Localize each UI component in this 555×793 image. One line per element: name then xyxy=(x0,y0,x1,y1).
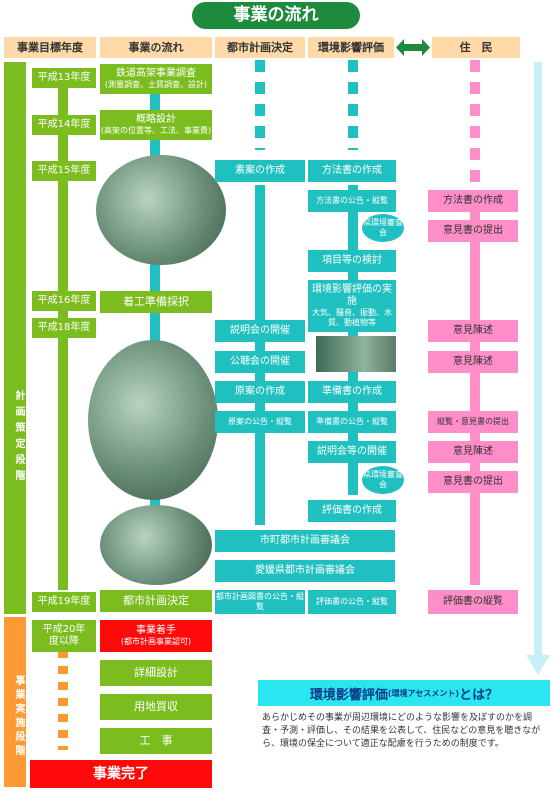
flow-decision: 都市計画決定 xyxy=(100,590,212,612)
urban-pref-council: 愛媛県都市計画審議会 xyxy=(215,560,395,582)
year-h13: 平成13年度 xyxy=(32,68,96,88)
urban-line-dashed xyxy=(255,60,265,150)
flow-construction: 工 事 xyxy=(100,728,212,754)
header-env: 環境影響評価 xyxy=(308,37,394,58)
env-line-dashed xyxy=(348,60,358,150)
double-arrow-icon xyxy=(396,38,430,57)
residents-statement-2: 意見陳述 xyxy=(428,351,518,373)
urban-city-council: 市町都市計画審議会 xyxy=(215,530,395,552)
env-briefing: 説明会等の開催 xyxy=(308,441,396,463)
residents-line xyxy=(470,190,480,585)
year-h16: 平成16年度 xyxy=(32,291,96,311)
env-method: 方法書の作成 xyxy=(308,160,396,182)
residents-opinion: 意見書の提出 xyxy=(428,220,518,242)
env-eval-doc: 評価書の作成 xyxy=(308,500,396,522)
flow-complete: 事業完了 xyxy=(30,760,212,788)
residents-method-doc: 方法書の作成 xyxy=(428,190,518,212)
residents-eval-view: 評価書の縦覧 xyxy=(428,590,518,614)
flow-detail-design: 詳細設計 xyxy=(100,660,212,686)
year-line-future xyxy=(58,650,68,750)
flow-survey: 鉄道高架事業調査 (測量調査、土質調査、設計) xyxy=(100,64,212,94)
header-urban: 都市計画決定 xyxy=(215,37,305,58)
residents-statement-1: 意見陳述 xyxy=(428,320,518,342)
eia-heading-end: とは？ xyxy=(459,687,499,703)
residents-opinion-2: 意見書の提出 xyxy=(428,471,518,493)
flow-start-sub: (都市計画事業認可) xyxy=(120,637,192,647)
flow-start: 事業着手 (都市計画事業認可) xyxy=(100,620,212,652)
meeting-photo-2 xyxy=(88,340,218,500)
env-implementation: 環境影響評価の実施 大気、騒音、振動、水質、動植物等 xyxy=(308,280,396,332)
residents-statement-3: 意見陳述 xyxy=(428,441,518,463)
urban-draft: 素案の作成 xyxy=(215,160,305,182)
eia-heading: 環境影響評価 (環境アセスメント) とは？ xyxy=(258,680,550,706)
header-flow: 事業の流れ xyxy=(100,37,212,58)
urban-hearing: 公聴会の開催 xyxy=(215,351,305,373)
env-prep-notice: 準備書の公告・縦覧 xyxy=(308,411,396,433)
meeting-photo-3 xyxy=(100,505,212,585)
flow-survey-sub: (測量調査、土質調査、設計) xyxy=(104,80,208,90)
eia-description: あらかじめその事業が周辺環境にどのような影響を及ぼすのかを調査・予測・評価し、そ… xyxy=(262,713,541,750)
flow-survey-label: 鉄道高架事業調査 xyxy=(116,68,196,80)
flow-land: 用地買収 xyxy=(100,694,212,720)
year-h20: 平成20年度以降 xyxy=(32,620,96,652)
year-h15: 平成15年度 xyxy=(32,161,96,181)
env-items: 項目等の検討 xyxy=(308,250,396,272)
residents-prep-view: 縦覧・意見書の提出 xyxy=(428,411,518,433)
survey-photo xyxy=(316,336,396,372)
flow-start-label: 事業着手 xyxy=(136,625,176,637)
eia-connector xyxy=(534,62,542,662)
eia-heading-label: 環境影響評価 xyxy=(309,687,388,703)
urban-original-notice: 原案の公告・縦覧 xyxy=(215,411,305,433)
urban-original: 原案の作成 xyxy=(215,381,305,403)
flow-line xyxy=(150,90,160,582)
year-h19: 平成19年度 xyxy=(32,592,96,612)
env-eval-notice: 評価書の公告・縦覧 xyxy=(308,590,396,614)
year-h14: 平成14年度 xyxy=(32,115,96,135)
residents-line-dashed xyxy=(470,60,480,190)
phase-planning: 計画策定段階 xyxy=(4,62,26,614)
header-year: 事業目標年度 xyxy=(4,37,96,58)
env-implementation-sub: 大気、騒音、振動、水質、動植物等 xyxy=(312,308,392,327)
page-title: 事業の流れ xyxy=(192,2,360,29)
env-governor-opinion-2: 県環境審査会 xyxy=(362,466,404,494)
urban-briefing: 説明会の開催 xyxy=(215,320,305,342)
env-prep-doc: 準備書の作成 xyxy=(308,381,396,403)
eia-heading-sub: (環境アセスメント) xyxy=(387,688,460,698)
header-residents: 住 民 xyxy=(432,37,520,58)
phase-implementation: 事業実施段階 xyxy=(4,617,26,787)
flow-prep: 着工準備採択 xyxy=(100,291,212,313)
env-implementation-label: 環境影響評価の実施 xyxy=(312,284,392,308)
year-h18: 平成18年度 xyxy=(32,318,96,338)
env-method-notice: 方法書の公告・縦覧 xyxy=(308,190,396,212)
meeting-photo-1 xyxy=(96,155,226,265)
flow-basic-design-sub: (高架の位置等、工法、事業費) xyxy=(100,126,212,136)
flow-basic-design-label: 概略設計 xyxy=(136,114,176,126)
flow-basic-design: 概略設計 (高架の位置等、工法、事業費) xyxy=(100,110,212,140)
eia-arrow-icon xyxy=(526,655,550,675)
env-governor-opinion: 県環境審査会 xyxy=(362,214,404,242)
urban-map-notice: 都市計画図書の公告・縦覧 xyxy=(215,590,305,614)
